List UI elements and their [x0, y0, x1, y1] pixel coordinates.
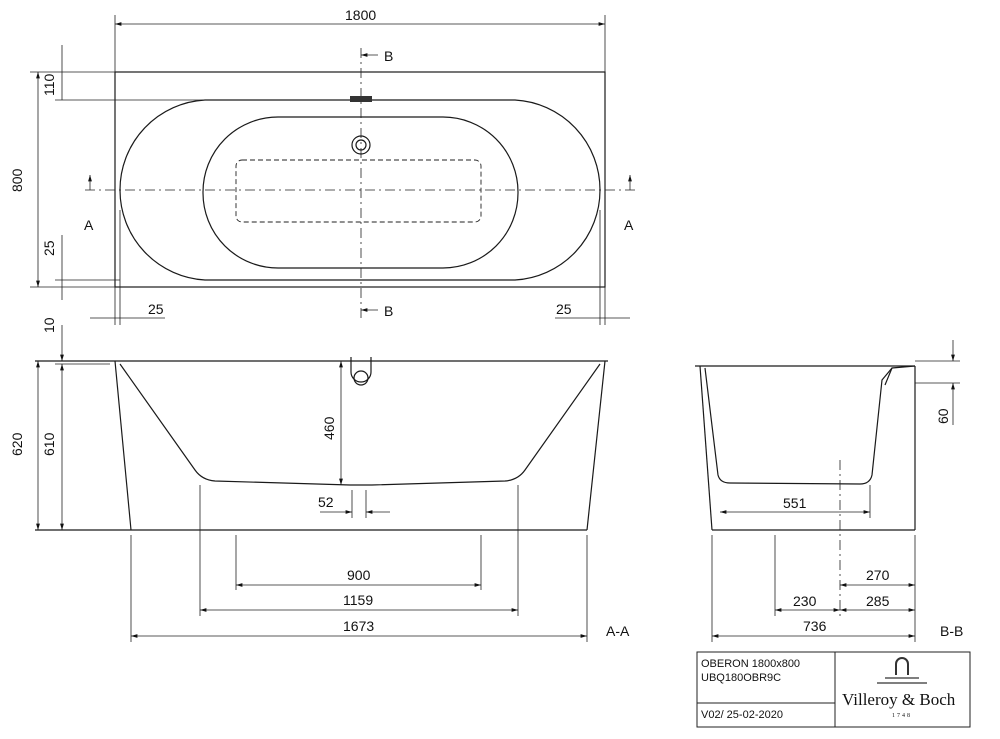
lip	[884, 365, 916, 386]
dim-900-label: 900	[347, 567, 371, 583]
section-aa-label: A-A	[606, 623, 630, 639]
top-view: A A B B 1800 800 110 25 25 25	[9, 7, 635, 325]
logo-faucet-icon	[895, 657, 909, 675]
dim-52-label: 52	[318, 494, 334, 510]
overflow-icon-section	[350, 357, 372, 383]
section-b-top-label: B	[384, 48, 393, 64]
dim-110-label: 110	[41, 73, 57, 96]
outer-wall-left	[699, 365, 713, 531]
overflow-inner	[355, 139, 367, 151]
dim-285-label: 285	[866, 593, 890, 609]
dim-230-label: 230	[793, 593, 817, 609]
tub-rim	[119, 99, 601, 281]
section-aa: 10 620 610 460 52 900 1159 1673 A-A	[9, 317, 630, 642]
overflow-icon	[351, 135, 371, 155]
dim-60-label: 60	[935, 408, 951, 424]
model-code: UBQ180OBR9C	[701, 672, 781, 684]
basin-profile-bb	[704, 367, 893, 485]
dim-1159-label: 1159	[343, 592, 373, 608]
tub-basin	[202, 116, 519, 269]
section-a-left-label: A	[84, 217, 94, 233]
dim-620-label: 620	[9, 432, 25, 456]
overflow-lid-icon	[350, 96, 372, 102]
dim-25-side-label: 25	[41, 240, 57, 256]
title-block-frame	[696, 651, 971, 728]
dim-736-label: 736	[803, 618, 827, 634]
dim-25-left-label: 25	[148, 301, 164, 317]
outer-wall-left	[114, 360, 132, 531]
dim-610-label: 610	[41, 432, 57, 456]
dim-460-label: 460	[321, 416, 337, 440]
model-name: OBERON 1800x800	[701, 658, 800, 670]
dim-25-right-label: 25	[556, 301, 572, 317]
brand-name: Villeroy & Boch	[842, 690, 956, 709]
brand-year: 1748	[892, 713, 912, 719]
dim-1673-label: 1673	[343, 618, 374, 634]
dim-800-label: 800	[9, 168, 25, 192]
overflow-circle	[353, 370, 369, 386]
dim-270-label: 270	[866, 567, 890, 583]
section-a-right-label: A	[624, 217, 634, 233]
section-b-bottom-label: B	[384, 303, 393, 319]
version-date: V02/ 25-02-2020	[701, 709, 783, 721]
outer-wall-right	[586, 360, 606, 531]
title-block: OBERON 1800x800 UBQ180OBR9C V02/ 25-02-2…	[696, 651, 971, 728]
basin-floor-outline	[235, 159, 482, 223]
dim-551-label: 551	[783, 495, 807, 511]
villeroy-boch-logo: Villeroy & Boch 1748	[842, 657, 956, 719]
section-bb: 60 551 270 230 285 736 B-B	[695, 340, 963, 642]
basin-profile	[119, 363, 601, 486]
section-bb-label: B-B	[940, 623, 963, 639]
dim-10-label: 10	[41, 317, 57, 333]
dim-1800-label: 1800	[345, 7, 376, 23]
tub-outline-top	[114, 71, 606, 288]
